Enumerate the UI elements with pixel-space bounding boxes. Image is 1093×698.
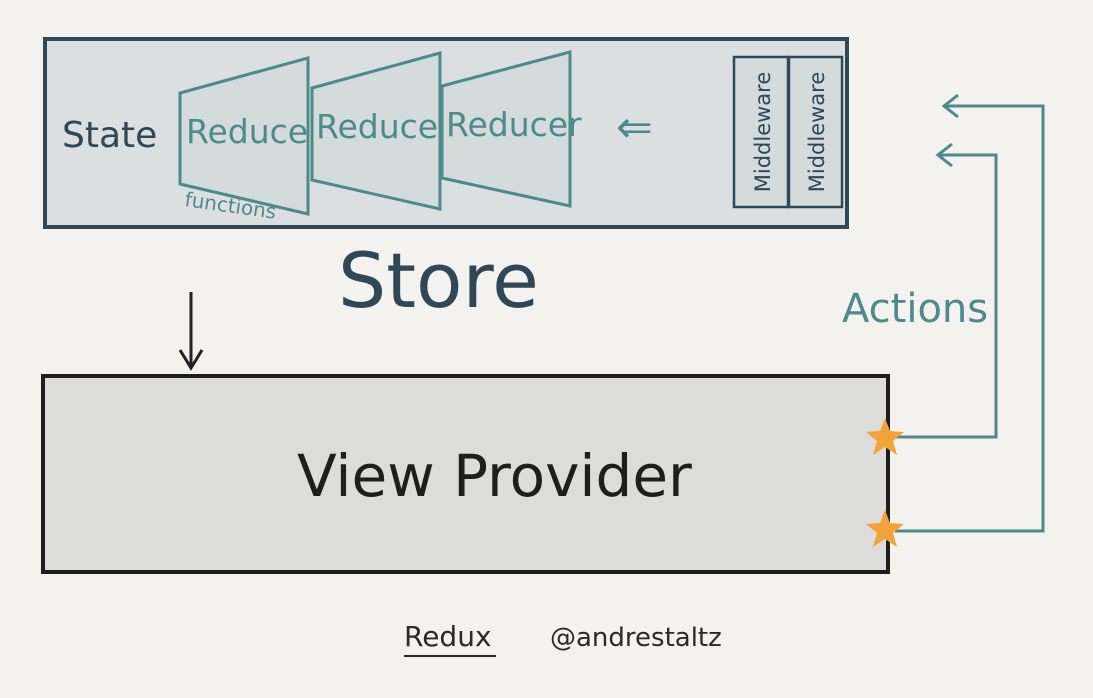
reducer-1-label: Reducer (186, 112, 322, 151)
reducer-2: Reducer (310, 51, 452, 211)
reducer-3-label: Reducer (446, 105, 582, 144)
footer-author: @andrestaltz (550, 623, 722, 653)
middleware-1: Middleware (732, 55, 790, 209)
state-label: State (62, 115, 157, 156)
reducer-1-shape (178, 56, 310, 216)
view-provider-title: View Provider (297, 442, 692, 510)
star-icon (866, 510, 904, 547)
star-icon (866, 418, 904, 455)
store-title: Store (338, 236, 539, 325)
action-arrow-inner (895, 142, 998, 439)
action-arrow-outer (895, 93, 1045, 533)
actions-label: Actions (842, 286, 988, 332)
down-arrow-icon (178, 292, 204, 371)
middleware-1-label: Middleware (751, 72, 775, 193)
view-provider-box (41, 374, 890, 574)
middleware-2: Middleware (787, 55, 844, 209)
middleware-2-label: Middleware (805, 72, 829, 193)
double-arrow-left-icon: ⇐ (616, 102, 653, 153)
reducer-3: Reducer (440, 50, 582, 208)
reducer-3-shape (440, 50, 572, 208)
reducer-2-label: Reducer (316, 107, 452, 146)
reducer-2-shape (310, 51, 442, 211)
middleware-2-box (787, 55, 844, 209)
footer-title: Redux (404, 620, 492, 653)
reducer-1: Reducer (178, 56, 322, 216)
middleware-1-box (732, 55, 790, 209)
